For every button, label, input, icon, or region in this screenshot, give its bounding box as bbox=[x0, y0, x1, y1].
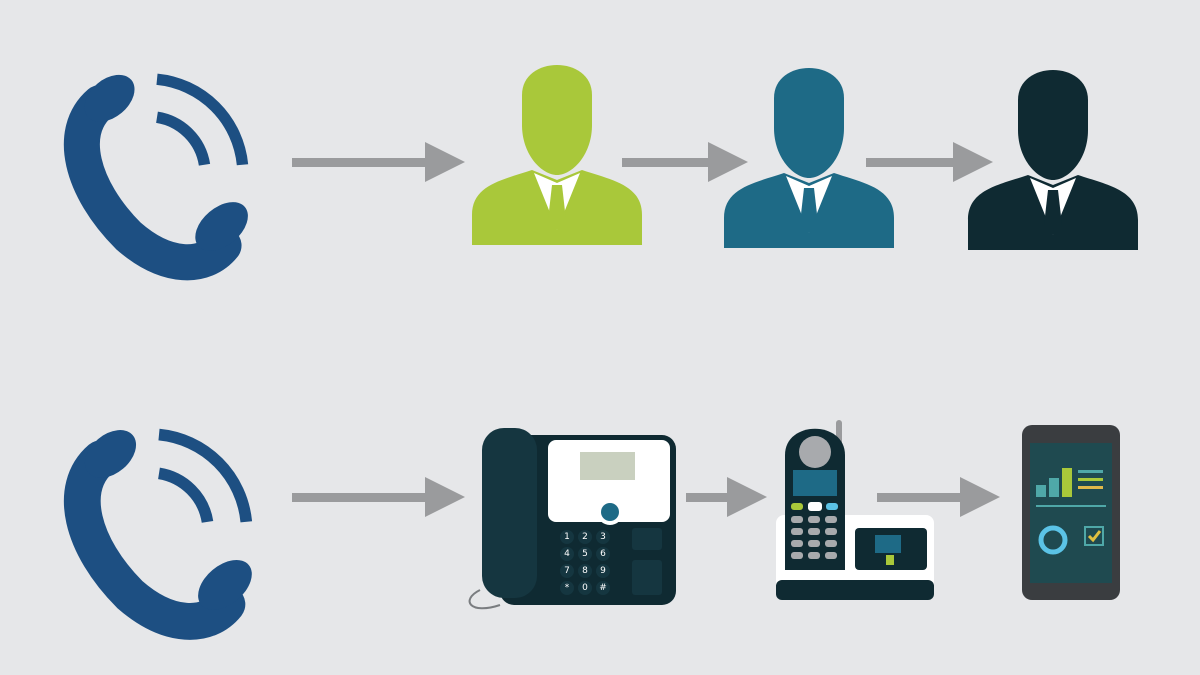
keypad-key bbox=[560, 530, 574, 544]
keypad-key-label: 8 bbox=[582, 566, 588, 576]
incoming-call-icon-row-1 bbox=[75, 65, 257, 262]
keypad-key bbox=[596, 564, 610, 578]
keypad-key-label: # bbox=[599, 583, 607, 593]
handset-key bbox=[825, 540, 837, 547]
keypad-key bbox=[578, 581, 592, 595]
keypad-key-label: 5 bbox=[582, 549, 588, 559]
keypad-key-label: 9 bbox=[600, 566, 606, 576]
keypad-key bbox=[560, 564, 574, 578]
smartphone-icon bbox=[1022, 425, 1120, 600]
keypad-key-label: * bbox=[565, 583, 570, 593]
keypad-key bbox=[578, 564, 592, 578]
arrow-icon bbox=[292, 477, 465, 517]
handset-key bbox=[825, 552, 837, 559]
keypad-key-label: 2 bbox=[582, 532, 588, 542]
handset-key bbox=[791, 528, 803, 535]
arrow-icon bbox=[686, 477, 767, 517]
handset-key bbox=[808, 540, 820, 547]
person-icon-first-agent bbox=[472, 65, 642, 245]
person-icon-third-agent bbox=[968, 70, 1138, 250]
desk-phone-icon: 1 2 3 4 5 6 7 8 9 * 0 # bbox=[468, 428, 676, 610]
handset-key bbox=[808, 516, 820, 523]
cordless-phone-icon bbox=[776, 420, 934, 600]
arrow-icon bbox=[866, 142, 993, 182]
keypad-key bbox=[578, 547, 592, 561]
incoming-call-icon-row-2 bbox=[76, 420, 261, 621]
handset-key bbox=[791, 552, 803, 559]
handset-key bbox=[791, 540, 803, 547]
handset-key bbox=[825, 528, 837, 535]
keypad-key bbox=[560, 547, 574, 561]
keypad: 1 2 3 4 5 6 7 8 9 * 0 # bbox=[560, 530, 610, 595]
handset-key bbox=[825, 516, 837, 523]
keypad-key-label: 4 bbox=[564, 549, 570, 559]
keypad-key-label: 6 bbox=[600, 549, 606, 559]
keypad-key bbox=[596, 530, 610, 544]
handset-key bbox=[791, 516, 803, 523]
keypad-key-label: 0 bbox=[582, 583, 588, 593]
keypad-key-label: 1 bbox=[564, 532, 570, 542]
handset-key bbox=[808, 552, 820, 559]
keypad-key bbox=[596, 547, 610, 561]
arrow-icon bbox=[292, 142, 465, 182]
arrow-icon bbox=[622, 142, 748, 182]
keypad-key bbox=[596, 581, 610, 595]
keypad-key-label: 3 bbox=[600, 532, 606, 542]
arrow-icon bbox=[877, 477, 1000, 517]
keypad-key bbox=[560, 581, 574, 595]
handset-key bbox=[808, 528, 820, 535]
keypad-key bbox=[578, 530, 592, 544]
keypad-key-label: 7 bbox=[564, 566, 570, 576]
